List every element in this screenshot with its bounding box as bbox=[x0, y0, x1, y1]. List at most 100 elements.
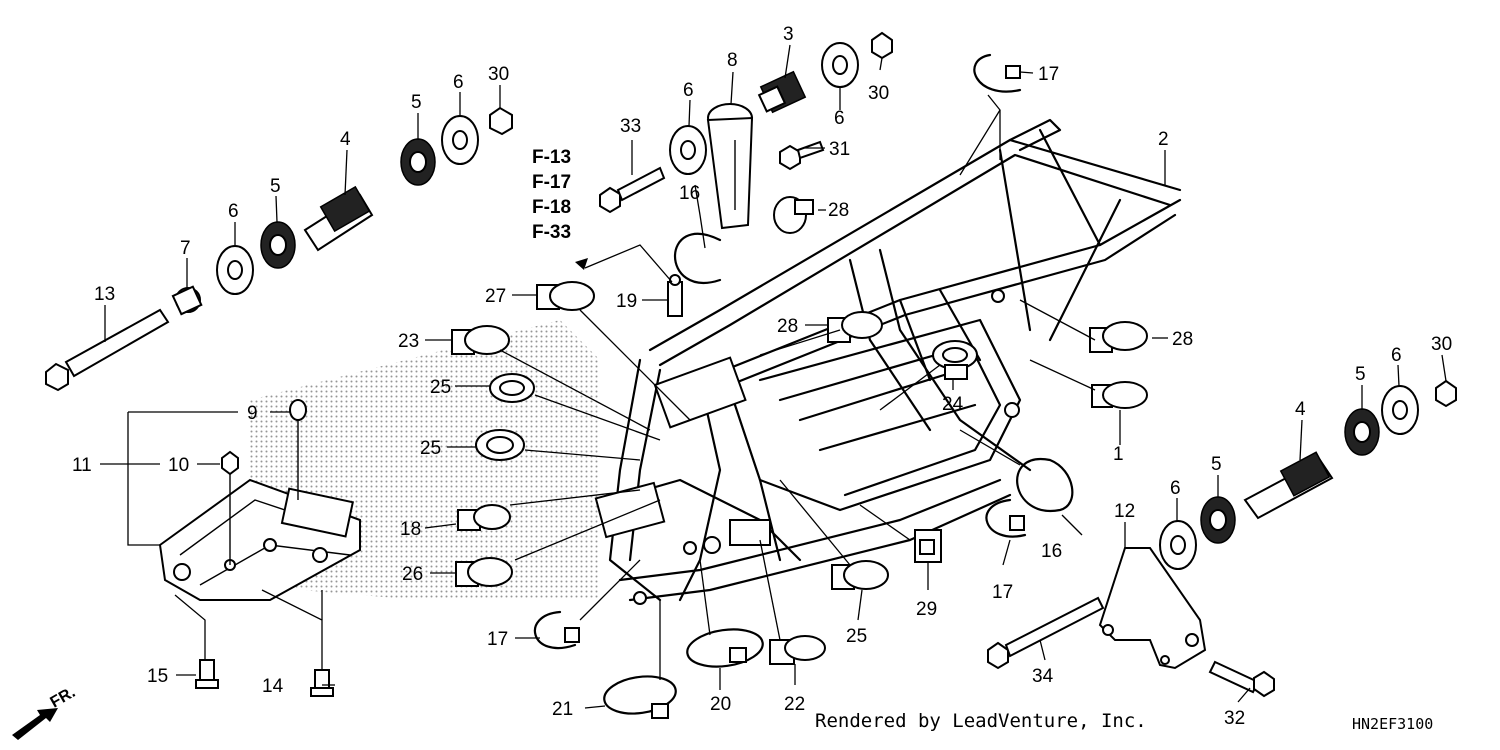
callout-4: 4 bbox=[340, 129, 351, 150]
band-16-b[interactable] bbox=[1016, 457, 1074, 513]
callout-27: 27 bbox=[485, 286, 506, 307]
ref-page: F-18 bbox=[532, 197, 571, 218]
bolt-14[interactable] bbox=[310, 669, 334, 697]
dust-seal-6-e[interactable] bbox=[1381, 385, 1419, 435]
callout-2: 2 bbox=[1158, 129, 1169, 150]
clamp-26[interactable] bbox=[455, 557, 513, 587]
bolt-13[interactable] bbox=[45, 308, 170, 392]
clamp-22[interactable] bbox=[769, 635, 826, 665]
callout-23: 23 bbox=[398, 331, 419, 352]
grommet-9[interactable] bbox=[289, 399, 307, 421]
pivot-shaft-3[interactable] bbox=[757, 70, 807, 114]
band-17-b[interactable] bbox=[985, 498, 1027, 538]
band-16-a[interactable] bbox=[674, 232, 722, 284]
clamp-28-a[interactable] bbox=[773, 196, 814, 234]
callout-28: 28 bbox=[1172, 329, 1193, 350]
callout-17: 17 bbox=[487, 629, 508, 650]
bracket-29[interactable] bbox=[914, 529, 942, 563]
main-frame[interactable] bbox=[594, 118, 1182, 605]
band-21[interactable] bbox=[602, 672, 678, 719]
clamp-25-c[interactable] bbox=[831, 560, 889, 590]
callout-22: 22 bbox=[784, 694, 805, 715]
callout-25: 25 bbox=[430, 377, 451, 398]
valve-19[interactable] bbox=[667, 274, 683, 317]
dust-seal-6-c[interactable] bbox=[669, 125, 707, 175]
clamp-1[interactable] bbox=[1091, 381, 1148, 409]
plate-12[interactable] bbox=[1098, 547, 1207, 670]
ref-page: F-13 bbox=[532, 147, 571, 168]
pivot-shaft-4-a[interactable] bbox=[303, 185, 374, 252]
callout-1: 1 bbox=[1113, 444, 1124, 465]
band-20[interactable] bbox=[685, 625, 765, 671]
clamp-23[interactable] bbox=[451, 325, 510, 355]
bearing-5-a[interactable] bbox=[260, 221, 296, 269]
bolt-34[interactable] bbox=[987, 596, 1105, 670]
ref-page: F-33 bbox=[532, 222, 571, 243]
dust-seal-6-d[interactable] bbox=[821, 42, 859, 88]
collar-7[interactable] bbox=[171, 285, 203, 316]
callout-25: 25 bbox=[846, 626, 867, 647]
band-17-a[interactable] bbox=[973, 53, 1022, 93]
dust-seal-6-f[interactable] bbox=[1159, 520, 1197, 570]
clamp-27[interactable] bbox=[536, 281, 595, 311]
callout-12: 12 bbox=[1114, 501, 1135, 522]
bearing-5-d[interactable] bbox=[1200, 496, 1236, 544]
leader-lines bbox=[100, 44, 1447, 709]
callout-6: 6 bbox=[683, 80, 694, 101]
callout-21: 21 bbox=[552, 699, 573, 720]
bolt-15[interactable] bbox=[195, 659, 219, 689]
callout-16: 16 bbox=[1041, 541, 1062, 562]
pivot-shaft-4-b[interactable] bbox=[1243, 451, 1334, 520]
clamp-18[interactable] bbox=[457, 504, 511, 531]
callout-29: 29 bbox=[916, 599, 937, 620]
callout-5: 5 bbox=[411, 92, 422, 113]
callout-10: 10 bbox=[168, 455, 189, 476]
callout-28: 28 bbox=[777, 316, 798, 337]
callout-17: 17 bbox=[992, 582, 1013, 603]
callout-6: 6 bbox=[1391, 345, 1402, 366]
nut-30-a[interactable] bbox=[489, 106, 513, 136]
bolt-32[interactable] bbox=[1208, 660, 1275, 698]
callout-6: 6 bbox=[228, 201, 239, 222]
callout-32: 32 bbox=[1224, 708, 1245, 729]
clamp-24[interactable] bbox=[932, 340, 978, 380]
callout-20: 20 bbox=[710, 694, 731, 715]
callout-5: 5 bbox=[1355, 364, 1366, 385]
bolt-33[interactable] bbox=[599, 166, 666, 214]
nut-30-c[interactable] bbox=[1435, 379, 1457, 408]
callout-3: 3 bbox=[783, 24, 794, 45]
callout-30: 30 bbox=[488, 64, 509, 85]
bearing-5-c[interactable] bbox=[1344, 408, 1380, 456]
nut-10[interactable] bbox=[221, 450, 239, 476]
callout-11: 11 bbox=[72, 455, 92, 476]
band-17-c[interactable] bbox=[533, 610, 580, 650]
callout-31: 31 bbox=[829, 139, 850, 160]
callout-6: 6 bbox=[834, 108, 845, 129]
clamp-28-b[interactable] bbox=[827, 311, 883, 343]
rendered-by-credit: Rendered by LeadVenture, Inc. bbox=[815, 710, 1147, 732]
bearing-5-b[interactable] bbox=[400, 138, 436, 186]
dust-seal-6-b[interactable] bbox=[441, 115, 479, 165]
reference-pages: F-13 F-17 F-18 F-33 bbox=[532, 147, 673, 283]
callout-9: 9 bbox=[247, 403, 258, 424]
callout-7: 7 bbox=[180, 238, 191, 259]
callout-4: 4 bbox=[1295, 399, 1306, 420]
skid-plate[interactable] bbox=[158, 478, 361, 601]
clamp-28-c[interactable] bbox=[1089, 321, 1148, 353]
dust-seal-6-a[interactable] bbox=[216, 245, 254, 295]
callout-5: 5 bbox=[1211, 454, 1222, 475]
callout-15: 15 bbox=[147, 666, 168, 687]
callout-labels: 1 2 3 4 4 5 5 5 5 6 6 6 6 6 6 7 8 9 10 1… bbox=[72, 24, 1452, 729]
nut-30-b[interactable] bbox=[871, 31, 893, 60]
diagram-code: HN2EF3100 bbox=[1352, 715, 1434, 733]
callout-14: 14 bbox=[262, 676, 284, 697]
clamp-25-a[interactable] bbox=[489, 373, 535, 403]
callout-26: 26 bbox=[402, 564, 423, 585]
clamp-25-b[interactable] bbox=[475, 429, 525, 461]
bracket-8[interactable] bbox=[706, 103, 754, 230]
callout-28: 28 bbox=[828, 200, 849, 221]
callout-30: 30 bbox=[1431, 334, 1452, 355]
bolt-31[interactable] bbox=[779, 140, 825, 171]
